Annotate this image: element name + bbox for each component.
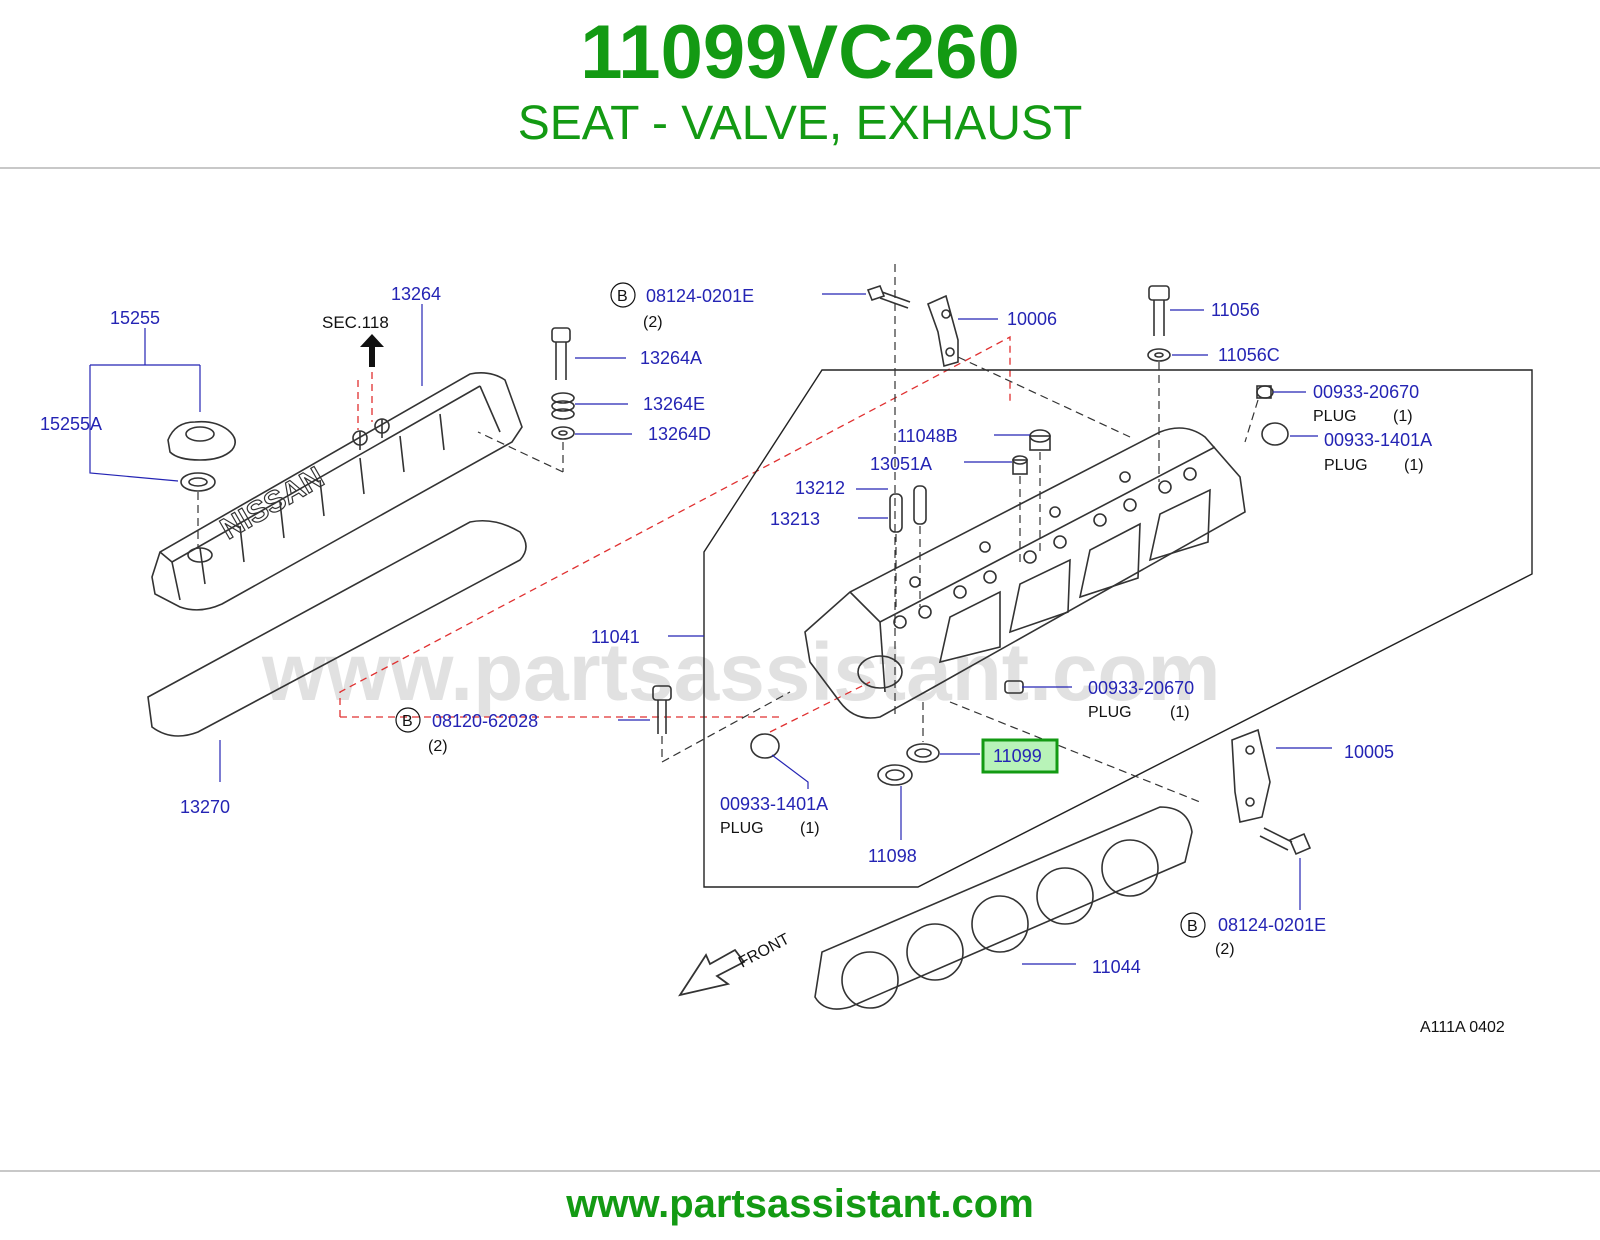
head-gasket-drawing xyxy=(814,806,1193,1010)
label-00933-1401A-bottom[interactable]: 00933-1401A xyxy=(720,794,828,814)
rocker-cover-gasket-drawing xyxy=(147,519,527,737)
label-15255[interactable]: 15255 xyxy=(110,308,160,328)
valve-seats-drawing xyxy=(877,262,1201,803)
lifting-bracket-front-drawing xyxy=(866,285,1131,438)
label-08124-top[interactable]: 08124-0201E xyxy=(646,286,754,306)
plug-qty-top-1: (1) xyxy=(1393,408,1413,425)
parts-diagram-svg: www.partsassistant.com NISSAN xyxy=(0,262,1600,1070)
label-15255A[interactable]: 15255A xyxy=(40,414,102,434)
assembly-frame xyxy=(703,369,1533,888)
part-description: SEAT - VALVE, EXHAUST xyxy=(517,97,1083,150)
label-11099[interactable]: 11099 xyxy=(993,746,1042,766)
label-11044[interactable]: 11044 xyxy=(1092,957,1141,977)
head-bolt-drawing xyxy=(1147,285,1171,482)
footer-divider xyxy=(0,1170,1600,1172)
label-08120-62028[interactable]: 08120-62028 xyxy=(432,711,538,731)
highlighted-part-box[interactable] xyxy=(981,738,1059,774)
part-number-title: 11099VC260 xyxy=(580,10,1020,95)
qty-08124-bottom: (2) xyxy=(1215,941,1235,958)
header-divider xyxy=(0,167,1600,169)
label-00933-1401A-top[interactable]: 00933-1401A xyxy=(1324,430,1432,450)
label-13264E[interactable]: 13264E xyxy=(643,394,705,414)
page-header: 11099VC260 SEAT - VALVE, EXHAUST xyxy=(0,0,1600,168)
label-13264A[interactable]: 13264A xyxy=(640,348,702,368)
label-10005[interactable]: 10005 xyxy=(1344,742,1394,762)
plug-label-top-2: PLUG xyxy=(1324,457,1368,474)
label-11048B[interactable]: 11048B xyxy=(897,426,958,446)
qty-08120-62028: (2) xyxy=(428,738,448,755)
rocker-cover-bolt-drawing xyxy=(477,327,575,473)
label-11041[interactable]: 11041 xyxy=(591,627,640,647)
label-13212[interactable]: 13212 xyxy=(795,478,845,498)
qty-08124-top: (2) xyxy=(643,314,663,331)
label-00933-20670-top[interactable]: 00933-20670 xyxy=(1313,382,1419,402)
watermark-text: www.partsassistant.com xyxy=(261,627,1221,718)
label-00933-20670-mid[interactable]: 00933-20670 xyxy=(1088,678,1194,698)
label-11056[interactable]: 11056 xyxy=(1211,300,1260,320)
valve-guide-parts-drawing xyxy=(889,429,1051,612)
bolt-marker-mid: B xyxy=(402,713,413,730)
plug-label-top-1: PLUG xyxy=(1313,408,1357,425)
plug-label-bottom: PLUG xyxy=(720,820,764,837)
sec-arrow-icon xyxy=(360,334,384,367)
label-13270[interactable]: 13270 xyxy=(180,797,230,817)
label-13051A[interactable]: 13051A xyxy=(870,454,932,474)
head-bolt-front-drawing xyxy=(652,685,791,763)
label-10006[interactable]: 10006 xyxy=(1007,309,1057,329)
label-13264D[interactable]: 13264D xyxy=(648,424,711,444)
plug-label-mid: PLUG xyxy=(1088,704,1132,721)
bolt-marker-bottom: B xyxy=(1187,918,1198,935)
label-13264[interactable]: 13264 xyxy=(391,284,441,304)
plug-qty-mid: (1) xyxy=(1170,704,1190,721)
front-arrow-icon xyxy=(678,948,746,997)
cylinder-head-drawing xyxy=(804,427,1246,719)
plug-qty-top-2: (1) xyxy=(1404,457,1424,474)
bolt-marker-top: B xyxy=(617,288,628,305)
sec-label: SEC.118 xyxy=(322,313,389,332)
parts-diagram: www.partsassistant.com NISSAN xyxy=(0,262,1600,1070)
lifting-bracket-rear-drawing xyxy=(1231,728,1312,856)
footer-url[interactable]: www.partsassistant.com xyxy=(566,1182,1034,1226)
bolt-markers: B B B xyxy=(395,282,1206,938)
diagram-code: A111A 0402 xyxy=(1420,1019,1505,1036)
label-13213[interactable]: 13213 xyxy=(770,509,820,529)
plug-qty-bottom: (1) xyxy=(800,820,820,837)
label-11098[interactable]: 11098 xyxy=(868,846,917,866)
label-08124-bottom[interactable]: 08124-0201E xyxy=(1218,915,1326,935)
label-11056C[interactable]: 11056C xyxy=(1218,345,1280,365)
oil-filler-cap-drawing xyxy=(167,420,236,547)
plug-top-drawing xyxy=(1244,385,1289,446)
leader-lines xyxy=(89,293,1332,965)
plug-bottom-drawing xyxy=(750,733,780,759)
